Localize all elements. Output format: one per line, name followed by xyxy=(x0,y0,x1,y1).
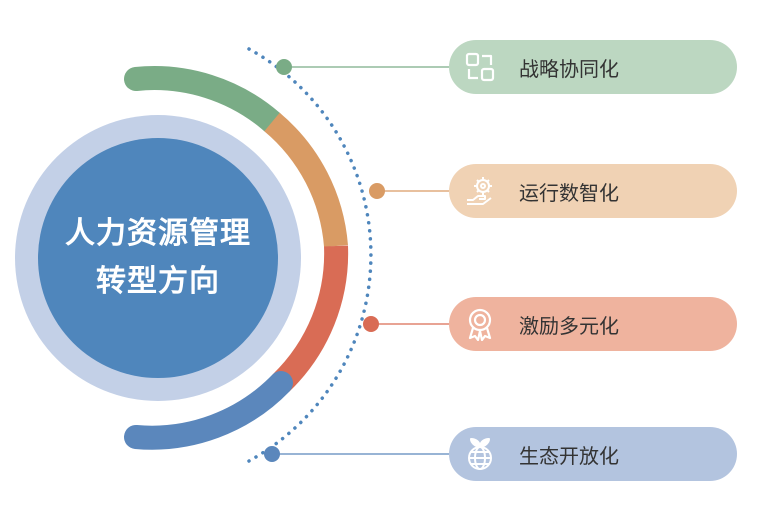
label-incentive: 激励多元化 xyxy=(519,313,619,338)
arc-ecosystem xyxy=(124,371,293,450)
label-strategy: 战略协同化 xyxy=(519,56,619,81)
arc-digital xyxy=(264,112,348,248)
center-title-line1: 人力资源管理 xyxy=(65,216,251,251)
arc-strategy xyxy=(124,66,284,134)
gear-hand-icon xyxy=(467,177,492,205)
arc-incentive xyxy=(272,245,349,392)
dot-strategy xyxy=(276,59,292,75)
pill-digital: 运行数智化 xyxy=(449,164,737,218)
dot-digital xyxy=(369,183,385,199)
dot-ecosystem xyxy=(264,446,280,462)
center-title: 人力资源管理 转型方向 xyxy=(38,140,278,376)
pill-ecosystem: 生态开放化 xyxy=(449,427,737,481)
dot-incentive xyxy=(363,316,379,332)
pill-incentive: 激励多元化 xyxy=(449,297,737,351)
label-ecosystem: 生态开放化 xyxy=(519,443,619,468)
strategy-grid-icon xyxy=(465,52,495,82)
globe-leaf-icon xyxy=(468,438,492,470)
dotted-arc xyxy=(247,47,373,463)
award-medal-icon xyxy=(468,308,492,341)
center-circle xyxy=(38,138,278,378)
label-digital: 运行数智化 xyxy=(519,180,619,205)
center-title-line2: 转型方向 xyxy=(96,264,220,299)
pill-strategy: 战略协同化 xyxy=(449,40,737,94)
